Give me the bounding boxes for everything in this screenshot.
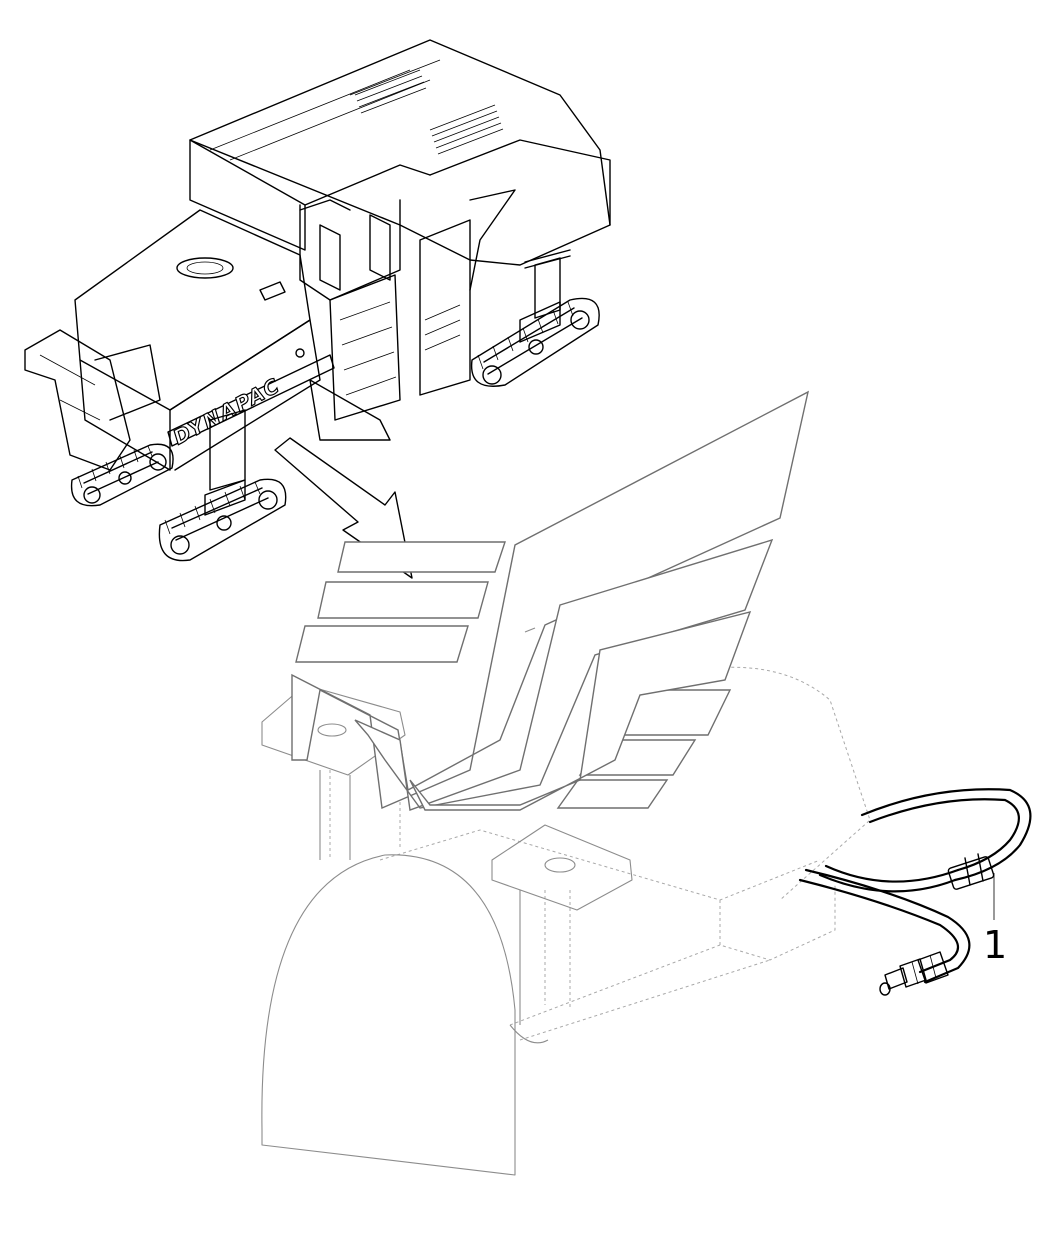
jack-plug-connector [879,951,949,996]
cold-milling-machine-illustration: DYNAPAC [24,39,611,562]
decal-stripe-set [291,390,810,811]
crawler-track-front-left [70,443,174,507]
crawler-track-rear [470,297,600,387]
callout-1: 1 [983,873,1007,967]
detail-pointer-arrow [274,437,413,579]
callout-number: 1 [983,923,1007,967]
sensor-cable-assembly [798,788,1032,996]
crawler-track-front-right [158,478,287,562]
ghost-housing-outline [261,666,871,1176]
